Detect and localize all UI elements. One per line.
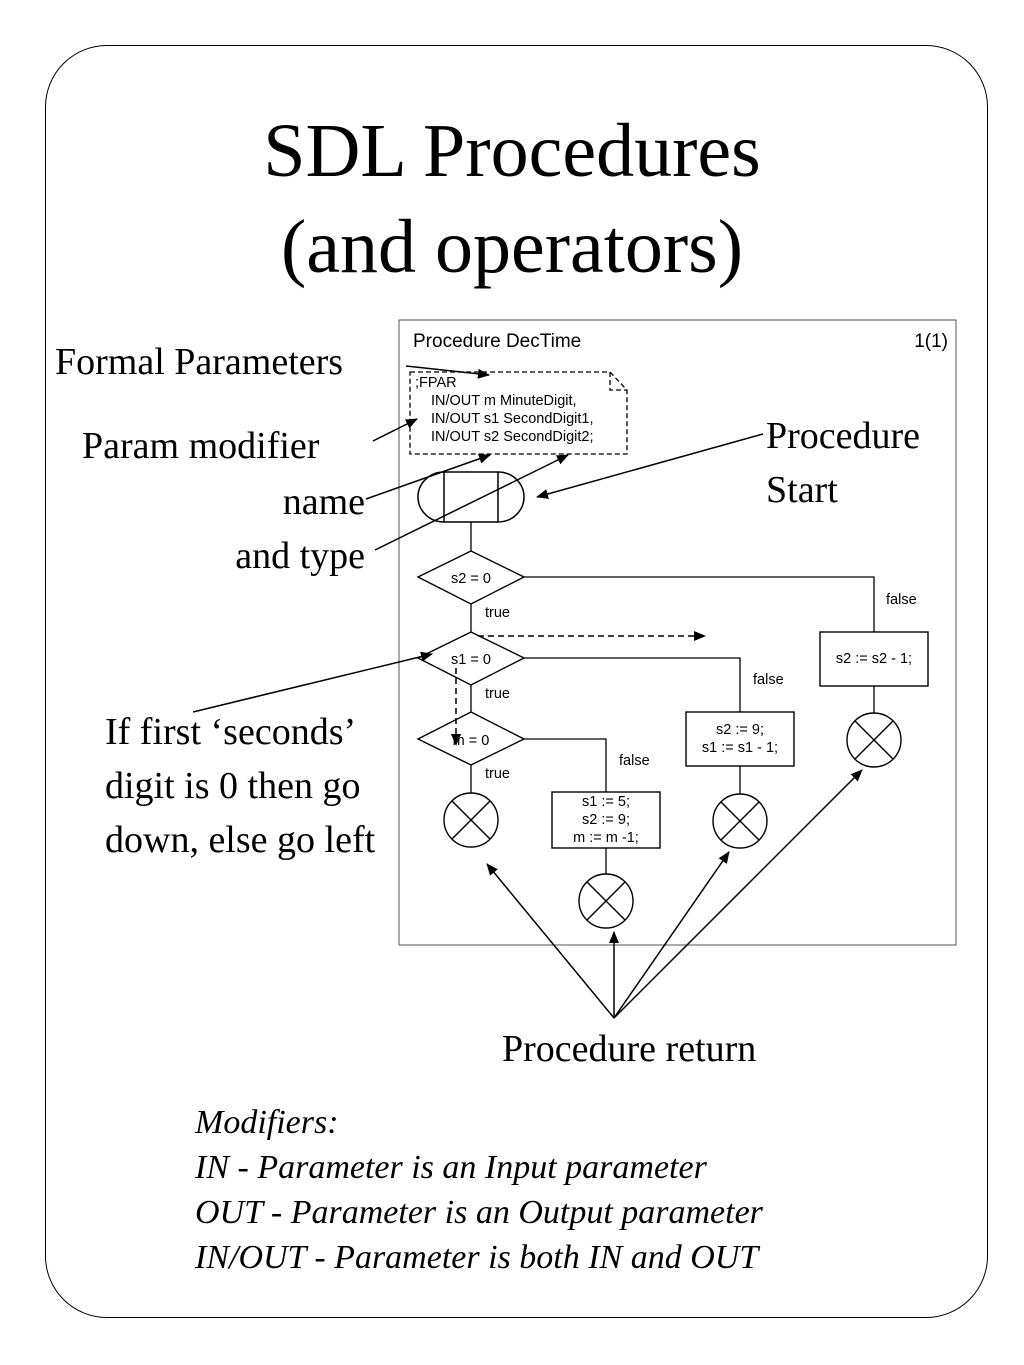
label-param-modifier: Param modifier <box>82 425 320 467</box>
true-label-s1: true <box>485 686 510 702</box>
title-line-1: SDL Procedures <box>263 109 761 193</box>
label-formal-parameters: Formal Parameters <box>55 341 344 383</box>
decision-s2 <box>416 550 526 605</box>
return-symbol-s1-false <box>712 793 768 849</box>
task-m-line2: s2 := 9; <box>582 812 630 828</box>
return-symbol-s2-false <box>846 712 902 768</box>
modifiers-heading: Modifiers: <box>195 1104 339 1141</box>
page-label: 1(1) <box>914 331 948 352</box>
fpar-param-s1: IN/OUT s1 SecondDigit1, <box>431 411 594 427</box>
task-m-line1: s1 := 5; <box>582 794 630 810</box>
slide-title: SDL Procedures (and operators) <box>0 103 1024 295</box>
fpar-keyword: ;FPAR <box>415 375 457 391</box>
return-symbol-m-false <box>578 873 634 929</box>
label-name: name <box>282 481 365 523</box>
title-line-2: (and operators) <box>280 205 744 289</box>
annotation-arrows <box>192 365 863 1019</box>
modifier-in: IN - Parameter is an Input parameter <box>195 1149 707 1186</box>
procedure-frame <box>398 319 957 946</box>
label-and-type: and type <box>235 535 365 577</box>
false-label-s1: false <box>753 672 784 688</box>
decision-s2-label: s2 = 0 <box>451 571 491 587</box>
decision-s1 <box>416 631 526 686</box>
decision-m-label: m = 0 <box>453 733 490 749</box>
procedure-name: Procedure DecTime <box>413 331 581 352</box>
procedure-start-symbol <box>417 471 525 523</box>
decision-s1-label: s1 = 0 <box>451 652 491 668</box>
dashed-flow-hints <box>451 631 706 746</box>
true-label-s2: true <box>485 605 510 621</box>
flow-lines <box>470 522 875 874</box>
fpar-param-m: IN/OUT m MinuteDigit, <box>431 393 577 409</box>
modifier-inout: IN/OUT - Parameter is both IN and OUT <box>195 1239 759 1276</box>
fpar-text-symbol <box>409 371 628 455</box>
task-s1-line2: s1 := s1 - 1; <box>702 740 778 756</box>
fpar-param-s2: IN/OUT s2 SecondDigit2; <box>431 429 594 445</box>
task-s2-text: s2 := s2 - 1; <box>836 651 912 667</box>
task-s1-line1: s2 := 9; <box>716 722 764 738</box>
return-symbol-m-true <box>443 792 499 848</box>
fpar-fold-corner <box>609 372 627 391</box>
true-label-m: true <box>485 766 510 782</box>
false-label-s2: false <box>886 592 917 608</box>
modifiers-legend: Modifiers: IN - Parameter is an Input pa… <box>195 1100 763 1280</box>
task-s2 <box>819 631 929 687</box>
modifier-out: OUT - Parameter is an Output parameter <box>195 1194 763 1231</box>
label-procedure-return: Procedure return <box>502 1028 757 1070</box>
label-procedure-start: Procedure Start <box>766 415 921 511</box>
label-seconds-note: If first ‘seconds’ digit is 0 then go do… <box>105 711 376 861</box>
task-m <box>551 791 661 849</box>
false-label-m: false <box>619 753 650 769</box>
decision-m <box>416 711 526 766</box>
task-m-line3: m := m -1; <box>573 830 639 846</box>
task-s1 <box>685 711 795 767</box>
